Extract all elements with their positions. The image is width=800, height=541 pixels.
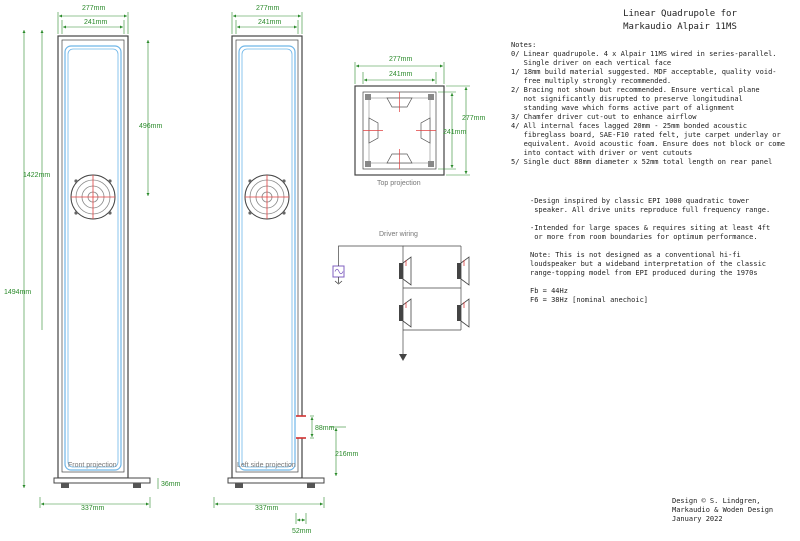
notes-heading: Notes: bbox=[511, 41, 537, 49]
signal-source-icon bbox=[332, 265, 345, 285]
port-height-label: 216mm bbox=[335, 451, 359, 458]
design-note: -Design inspired by classic EPI 1000 qua… bbox=[530, 197, 771, 214]
top-driver-south-icon bbox=[386, 149, 413, 169]
top-driver-east-icon bbox=[416, 117, 436, 144]
note-item: 5/ Single duct 88mm diameter x 52mm tota… bbox=[511, 158, 773, 166]
note-item: 3/ Chamfer driver cut-out to enhance air… bbox=[511, 113, 697, 121]
front-caption: Front projection bbox=[68, 462, 117, 469]
side-outer-width-label: 277mm bbox=[256, 5, 280, 12]
side-inner-width-label: 241mm bbox=[258, 19, 282, 26]
drawing-title: Linear Quadrupole for Markaudio Alpair 1… bbox=[560, 8, 800, 34]
top-projection: Top projection bbox=[354, 85, 445, 187]
notes-block: Notes:0/ Linear quadrupole. 4 x Alpair 1… bbox=[511, 41, 797, 167]
front-dimensions: 277mm 241mm 496mm 1422mm 1494mm 337mm 36… bbox=[4, 5, 181, 512]
side-base-width-label: 337mm bbox=[255, 505, 279, 512]
total-height-label: 1494mm bbox=[4, 289, 31, 296]
top-driver-west-icon bbox=[363, 117, 383, 144]
front-inner-width-label: 241mm bbox=[84, 19, 108, 26]
design-note: Note: This is not designed as a conventi… bbox=[530, 251, 767, 277]
top-dimensions: 277mm 241mm 277mm 241mm bbox=[354, 56, 486, 176]
cabinet-height-label: 1422mm bbox=[23, 172, 50, 179]
front-projection: Front projection bbox=[53, 35, 151, 488]
title-line-2: Markaudio Alpair 11MS bbox=[623, 22, 737, 32]
design-note: -Intended for large spaces & requires si… bbox=[530, 224, 771, 241]
wiring-speaker-4-icon bbox=[457, 298, 470, 328]
front-outer-width-label: 277mm bbox=[82, 5, 106, 12]
side-caption: Left side projection bbox=[237, 462, 296, 469]
wiring-speaker-1-icon bbox=[399, 256, 412, 286]
side-driver-icon bbox=[244, 174, 290, 220]
side-dimensions: 277mm 241mm 88mm 216mm 337mm 52mm bbox=[213, 5, 359, 535]
driver-height-label: 496mm bbox=[139, 123, 163, 130]
side-projection: Left side projection bbox=[227, 35, 325, 488]
design-notes-block: -Design inspired by classic EPI 1000 qua… bbox=[530, 197, 798, 305]
top-inner-width-label: 241mm bbox=[389, 71, 413, 78]
top-outer-depth-label: 277mm bbox=[462, 115, 486, 122]
port-depth-label: 52mm bbox=[292, 528, 312, 535]
wiring-caption: Driver wiring bbox=[379, 231, 418, 238]
note-item: 2/ Bracing not shown but recommended. En… bbox=[511, 86, 760, 112]
top-caption: Top projection bbox=[377, 180, 421, 187]
front-base-width-label: 337mm bbox=[81, 505, 105, 512]
wiring-speaker-2-icon bbox=[457, 256, 470, 286]
tuning-frequencies: Fb = 44Hz F6 = 38Hz [nominal anechoic] bbox=[530, 287, 649, 304]
top-outer-width-label: 277mm bbox=[389, 56, 413, 63]
rear-port-icon bbox=[296, 415, 306, 439]
port-diameter-label: 88mm bbox=[315, 425, 335, 432]
top-inner-depth-label: 241mm bbox=[443, 129, 467, 136]
wiring-speaker-3-icon bbox=[399, 298, 412, 328]
top-driver-north-icon bbox=[386, 92, 413, 112]
design-credit: Design © S. Lindgren, Markaudio & Woden … bbox=[672, 497, 774, 523]
note-item: 0/ Linear quadrupole. 4 x Alpair 11MS wi… bbox=[511, 50, 777, 67]
title-line-1: Linear Quadrupole for bbox=[623, 9, 737, 19]
driver-wiring-diagram: Driver wiring bbox=[332, 231, 470, 361]
note-item: 1/ 18mm build material suggested. MDF ac… bbox=[511, 68, 777, 85]
foot-height-label: 36mm bbox=[161, 481, 181, 488]
front-driver-icon bbox=[70, 174, 116, 220]
note-item: 4/ All internal faces lagged 20mm - 25mm… bbox=[511, 122, 785, 157]
